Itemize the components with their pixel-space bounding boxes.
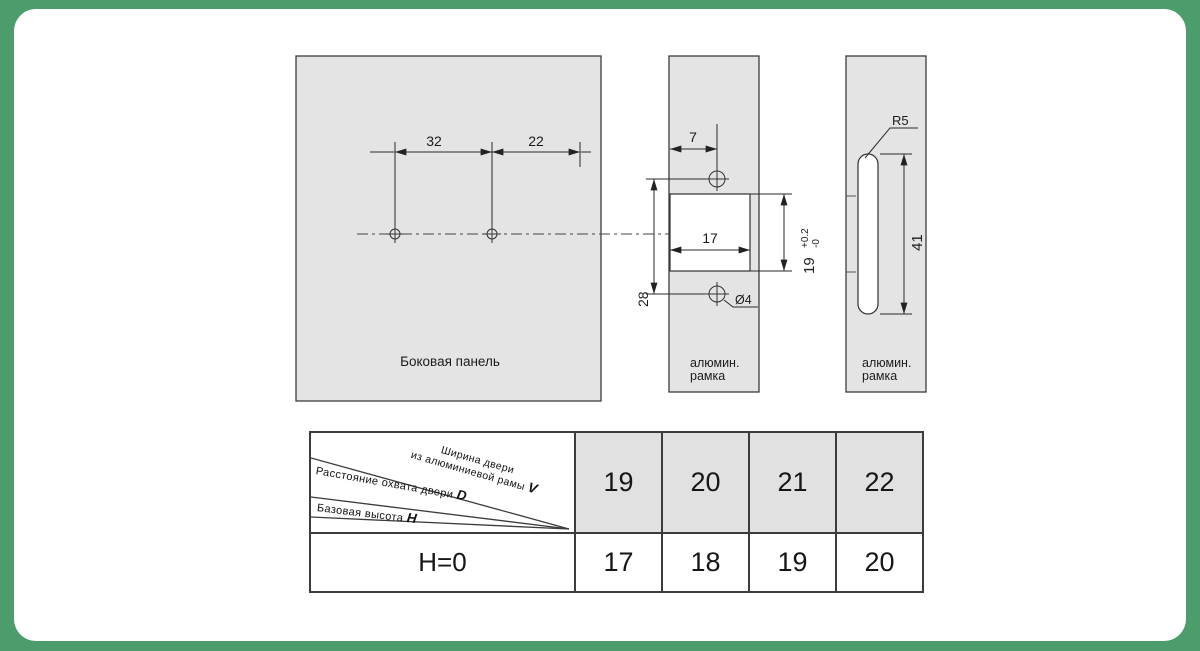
col-header-22: 22	[835, 431, 924, 534]
value-cell-4: 20	[835, 532, 924, 593]
dim-32-label: 32	[426, 133, 442, 149]
dim-7-label: 7	[689, 129, 697, 145]
dim-19-tol-plus: +0.2	[800, 228, 811, 248]
dim-22-label: 22	[528, 133, 544, 149]
frame-side-label-1: алюмин.	[862, 356, 911, 370]
dim-d4-label: Ø4	[735, 293, 752, 307]
dim-hole-dia: Ø4	[723, 293, 758, 308]
spec-table: Ширина двери из алюминиевой рамы V Расст…	[309, 431, 924, 593]
frame-front-label-2: рамка	[690, 369, 725, 383]
frame-front-label-1: алюмин.	[690, 356, 739, 370]
base-height-letter: H	[405, 510, 418, 527]
dim-17-label: 17	[702, 230, 718, 246]
dim-7: 7	[670, 124, 718, 167]
dim-19-tol: 19 +0.2 -0	[750, 193, 822, 274]
frame-slot	[857, 153, 879, 315]
dim-28: 28	[635, 178, 705, 307]
content-sheet: 32 22 Боковая пане	[14, 9, 1186, 641]
value-cell-2: 18	[661, 532, 750, 593]
col-header-21: 21	[748, 431, 837, 534]
diagonal-divider-lines	[311, 457, 570, 530]
dim-17: 17	[670, 230, 750, 254]
side-panel-view: 32 22 Боковая пане	[295, 55, 670, 402]
dim-32: 32	[370, 133, 493, 227]
col-header-19: 19	[574, 431, 663, 534]
dim-19-tol-minus: -0	[811, 239, 822, 248]
row-label-h0: H=0	[309, 532, 576, 593]
drill-hole-right	[483, 225, 501, 243]
frame-side-label-2: рамка	[862, 369, 897, 383]
value-cell-3: 19	[748, 532, 837, 593]
dim-r5: R5	[864, 113, 918, 159]
technical-drawing: 32 22 Боковая пане	[295, 55, 927, 402]
dim-41: 41	[880, 153, 926, 315]
dim-22: 22	[492, 133, 591, 167]
drill-hole-left	[386, 225, 404, 243]
side-panel-outline	[295, 55, 602, 402]
dim-r5-label: R5	[892, 113, 909, 128]
diagonal-header-cell: Ширина двери из алюминиевой рамы V Расст…	[309, 431, 576, 534]
frame-cutout	[669, 193, 751, 272]
dim-41-label: 41	[909, 234, 926, 251]
side-panel-label: Боковая панель	[400, 354, 500, 369]
col-header-20: 20	[661, 431, 750, 534]
screw-hole-top	[705, 167, 729, 191]
frame-front-view: 7 17 28 19	[635, 55, 822, 393]
value-cell-1: 17	[574, 532, 663, 593]
screw-hole-bottom	[705, 282, 729, 306]
table-row: H=0 17 18 19 20	[309, 532, 924, 593]
table-header-row: Ширина двери из алюминиевой рамы V Расст…	[309, 431, 924, 534]
dim-28-label: 28	[635, 291, 651, 307]
dim-19-label: 19	[801, 257, 818, 274]
frame-side-view: R5 41 алюмин. рамка	[845, 55, 927, 393]
